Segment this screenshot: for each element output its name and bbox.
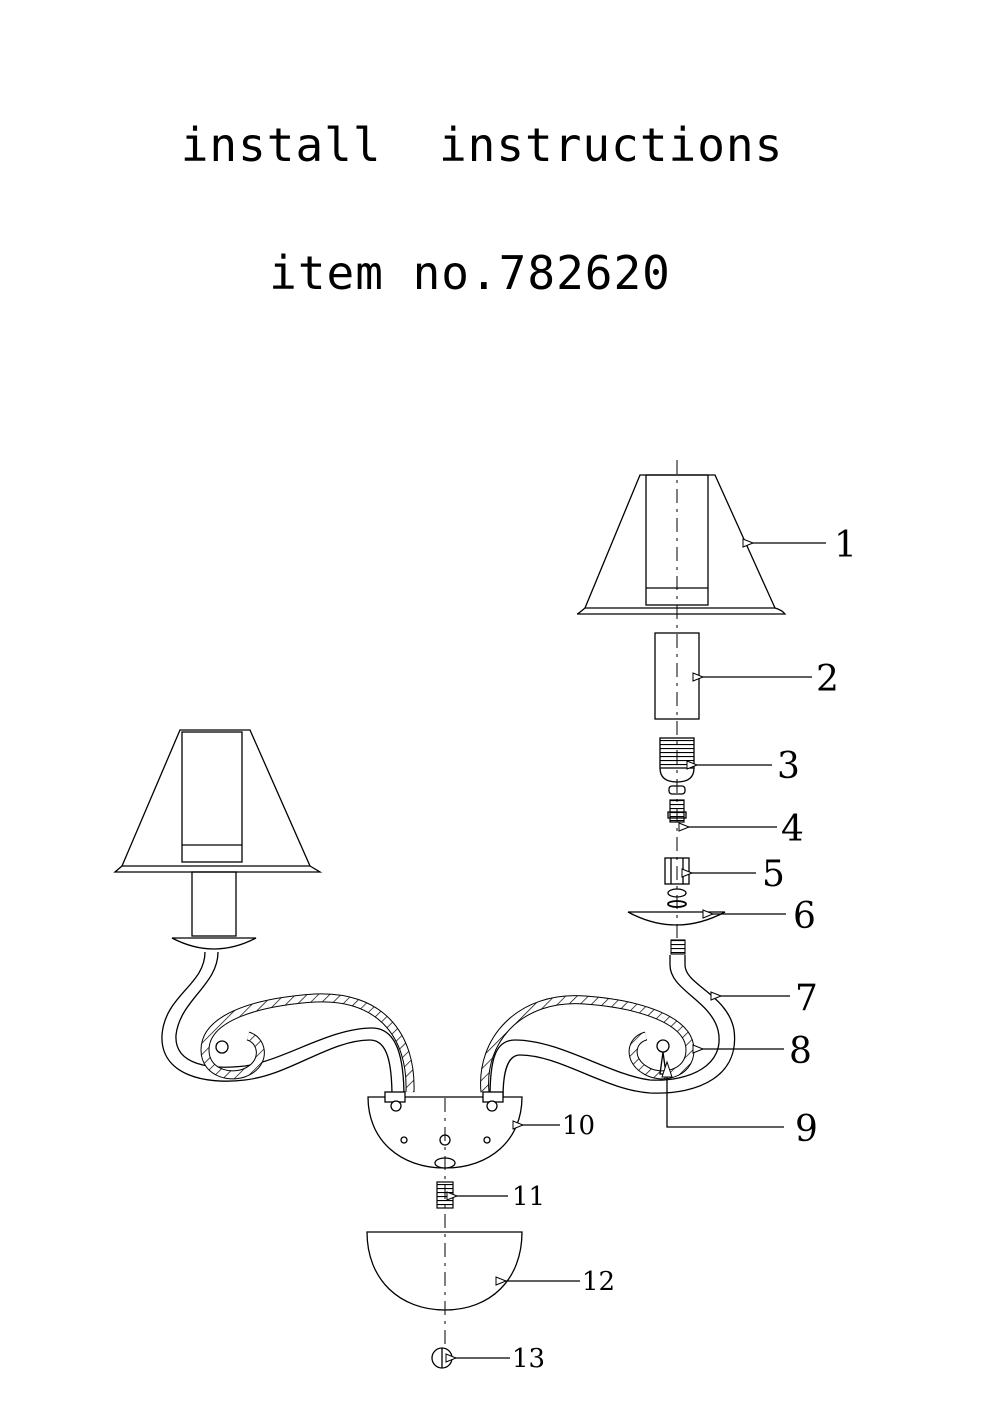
right-arm [489, 939, 736, 1099]
item-number: item no.782620 [269, 246, 671, 300]
part-label-5: 5 [762, 854, 785, 895]
page-title: install instructions [180, 118, 784, 172]
right-decorative-rope [480, 995, 695, 1093]
left-candle-sleeve [171, 871, 257, 950]
part-label-1: 1 [834, 525, 857, 566]
left-lamp-shade [113, 729, 323, 873]
finial-knob [431, 1347, 453, 1369]
part-label-11: 11 [512, 1182, 545, 1212]
callout-leaders [445, 538, 826, 1363]
right-lamp-shade [576, 474, 787, 615]
part-label-9: 9 [795, 1109, 818, 1150]
part-label-7: 7 [795, 978, 818, 1019]
bobeche-cup [627, 911, 726, 926]
part-label-4: 4 [781, 809, 804, 850]
part-label-3: 3 [777, 746, 800, 787]
left-arm [161, 951, 405, 1099]
part-label-2: 2 [816, 659, 839, 700]
part-label-13: 13 [512, 1344, 545, 1374]
part-label-10: 10 [562, 1111, 595, 1141]
part-label-12: 12 [582, 1267, 615, 1297]
left-decorative-rope [200, 993, 415, 1093]
part-label-6: 6 [793, 896, 816, 937]
part-label-8: 8 [789, 1031, 812, 1072]
